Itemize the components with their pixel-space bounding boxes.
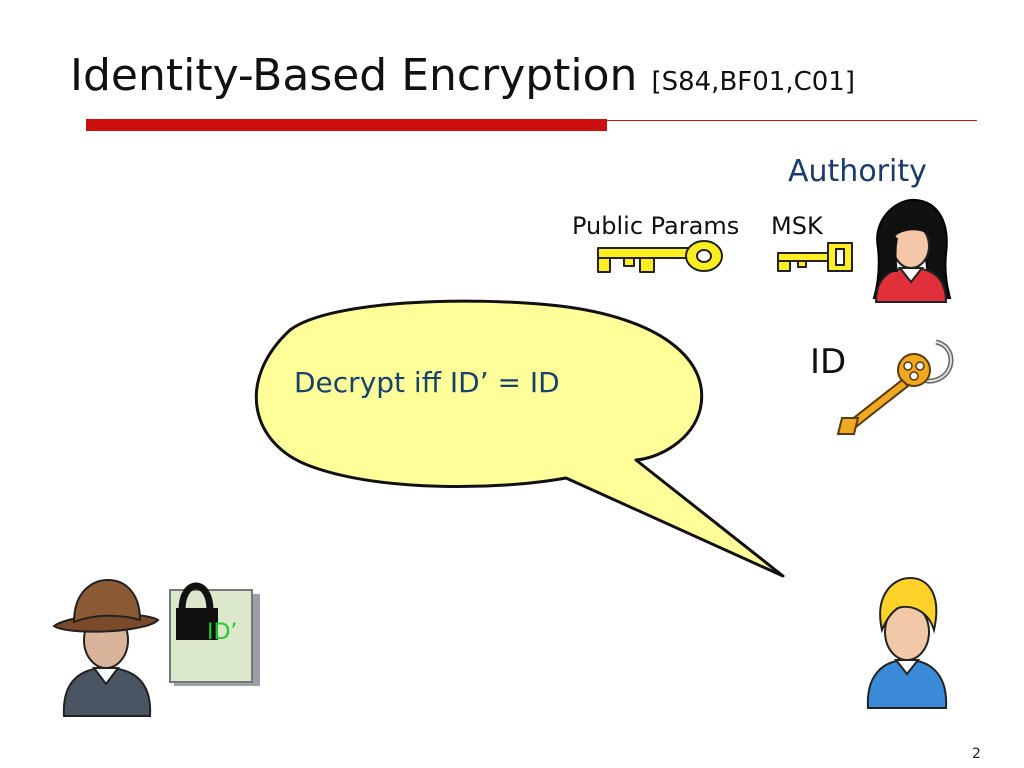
msk-key-icon bbox=[777, 242, 853, 272]
authority-label: Authority bbox=[788, 154, 927, 189]
slide-title: Identity-Based Encryption [S84,BF01,C01] bbox=[70, 50, 855, 101]
id-key-label: ID bbox=[810, 342, 847, 382]
page-number: 2 bbox=[972, 746, 981, 762]
speech-bubble-text: Decrypt iff ID’ = ID bbox=[294, 366, 560, 399]
title-rule-thick bbox=[86, 119, 607, 131]
public-params-key-icon bbox=[597, 240, 723, 273]
sender-avatar bbox=[52, 578, 160, 717]
title-citation: [S84,BF01,C01] bbox=[651, 67, 855, 97]
title-rule-thin bbox=[607, 120, 977, 121]
document-id-label: ID’ bbox=[207, 620, 238, 645]
public-params-label: Public Params bbox=[572, 212, 740, 240]
encrypted-document-icon bbox=[169, 582, 260, 686]
title-text: Identity-Based Encryption bbox=[70, 50, 638, 101]
authority-avatar bbox=[872, 198, 952, 303]
receiver-avatar bbox=[866, 576, 948, 709]
id-key-icon bbox=[836, 339, 954, 435]
msk-label: MSK bbox=[771, 212, 823, 240]
